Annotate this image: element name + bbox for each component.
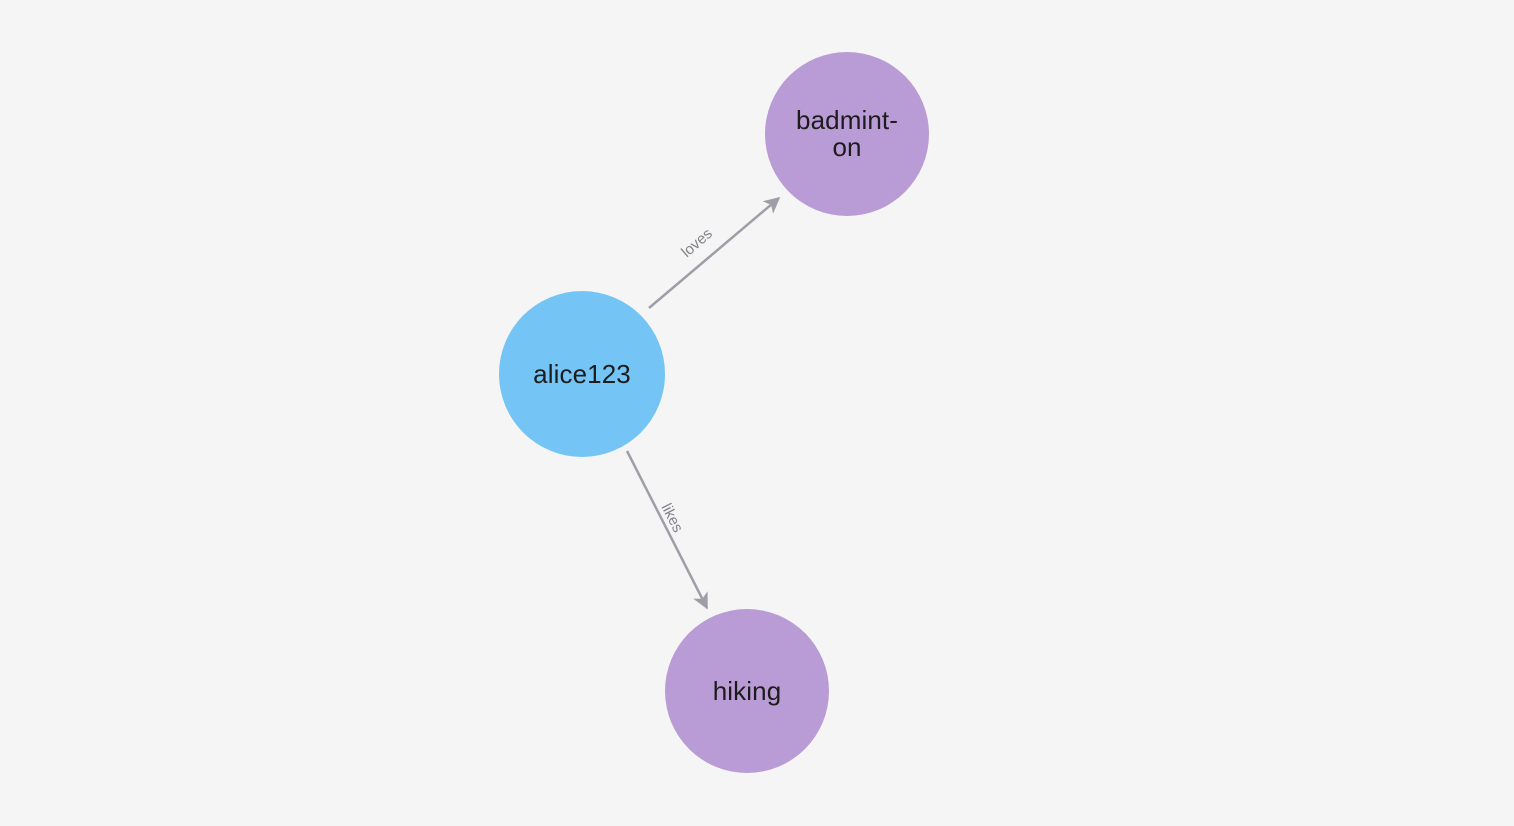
edge-line-likes: [625, 450, 709, 610]
graph-node-alice123[interactable]: alice123: [499, 291, 665, 457]
edge-alice123-likes-hiking[interactable]: [625, 450, 709, 610]
node-label-alice123: alice123: [533, 358, 631, 389]
node-label-badminton: badmint- on: [796, 105, 898, 162]
node-label-hiking: hiking: [712, 675, 782, 706]
edge-alice123-loves-badminton[interactable]: [648, 196, 781, 309]
graph-node-hiking[interactable]: hiking: [665, 609, 829, 773]
graph-node-badminton[interactable]: badmint- on: [765, 52, 929, 216]
edge-line-loves: [648, 196, 781, 309]
